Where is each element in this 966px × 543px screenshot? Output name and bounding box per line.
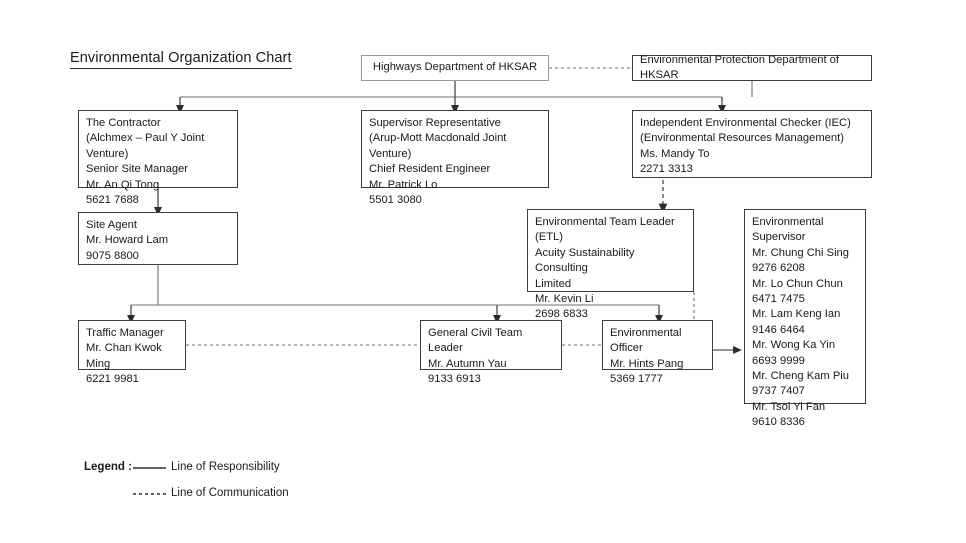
node-iec[interactable]: Independent Environmental Checker (IEC) … (632, 110, 872, 178)
node-general-civil-team-leader[interactable]: General Civil Team Leader Mr. Autumn Yau… (420, 320, 562, 385)
node-environmental-officer[interactable]: Environmental Officer Mr. Hints Pang 536… (602, 320, 713, 385)
page-title: Environmental Organization Chart (70, 50, 292, 69)
legend-responsibility-label: Line of Responsibility (171, 461, 280, 473)
node-contractor[interactable]: The Contractor (Alchmex – Paul Y Joint V… (78, 110, 238, 206)
node-etl[interactable]: Environmental Team Leader (ETL) Acuity S… (527, 209, 694, 320)
node-epd[interactable]: Environmental Protection Department of H… (632, 54, 872, 81)
legend-communication-label: Line of Communication (171, 487, 289, 499)
node-environmental-supervisor[interactable]: Environmental Supervisor Mr. Chung Chi S… (744, 209, 866, 428)
legend-title: Legend : (84, 461, 132, 473)
node-highways-department[interactable]: Highways Department of HKSAR (361, 55, 549, 81)
node-site-agent[interactable]: Site Agent Mr. Howard Lam 9075 8800 (78, 212, 238, 265)
node-supervisor-representative[interactable]: Supervisor Representative (Arup-Mott Mac… (361, 110, 549, 206)
node-traffic-manager[interactable]: Traffic Manager Mr. Chan Kwok Ming 6221 … (78, 320, 186, 385)
